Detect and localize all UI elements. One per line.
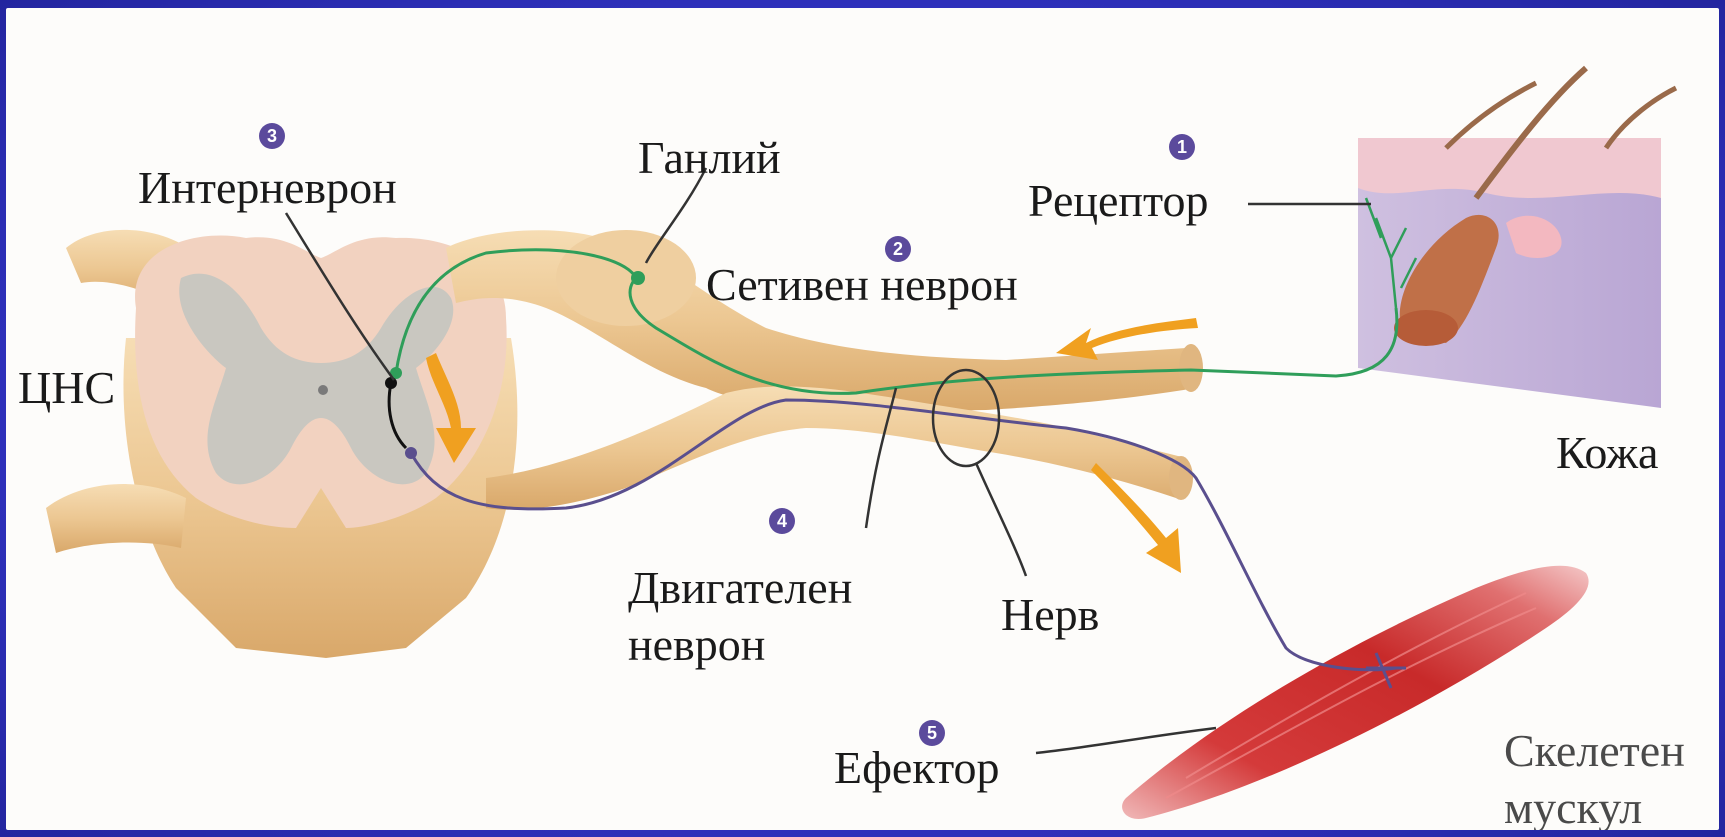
step-3-badge: 3 [259,123,285,149]
nerve-label: Нерв [1001,590,1099,641]
effector-label: Ефектор [834,743,1000,794]
step-4-badge: 4 [769,508,795,534]
skeletal-muscle-label-line1: Скелетен [1504,726,1685,777]
step-1-badge: 1 [1169,134,1195,160]
skeletal-muscle [1122,566,1589,819]
interneuron-label: Интерневрон [138,163,397,214]
motor-neuron-label-line2: неврон [628,620,765,671]
ganglion-label: Ганлий [638,133,781,184]
sensory-neuron-label: Сетивен неврон [706,260,1018,311]
motor-neuron-label-line1: Двигателен [628,563,852,614]
diagram-panel: 1 2 3 4 5 ЦНС Интерневрон Ганлий Рецепто… [6,8,1719,830]
cns-label: ЦНС [18,363,115,414]
motor-fiber [405,400,1406,688]
skin-label: Кожа [1556,428,1658,479]
skin-block [1358,68,1676,408]
skeletal-muscle-label-line2: мускул [1504,783,1642,830]
receptor-label: Рецептор [1028,176,1209,227]
